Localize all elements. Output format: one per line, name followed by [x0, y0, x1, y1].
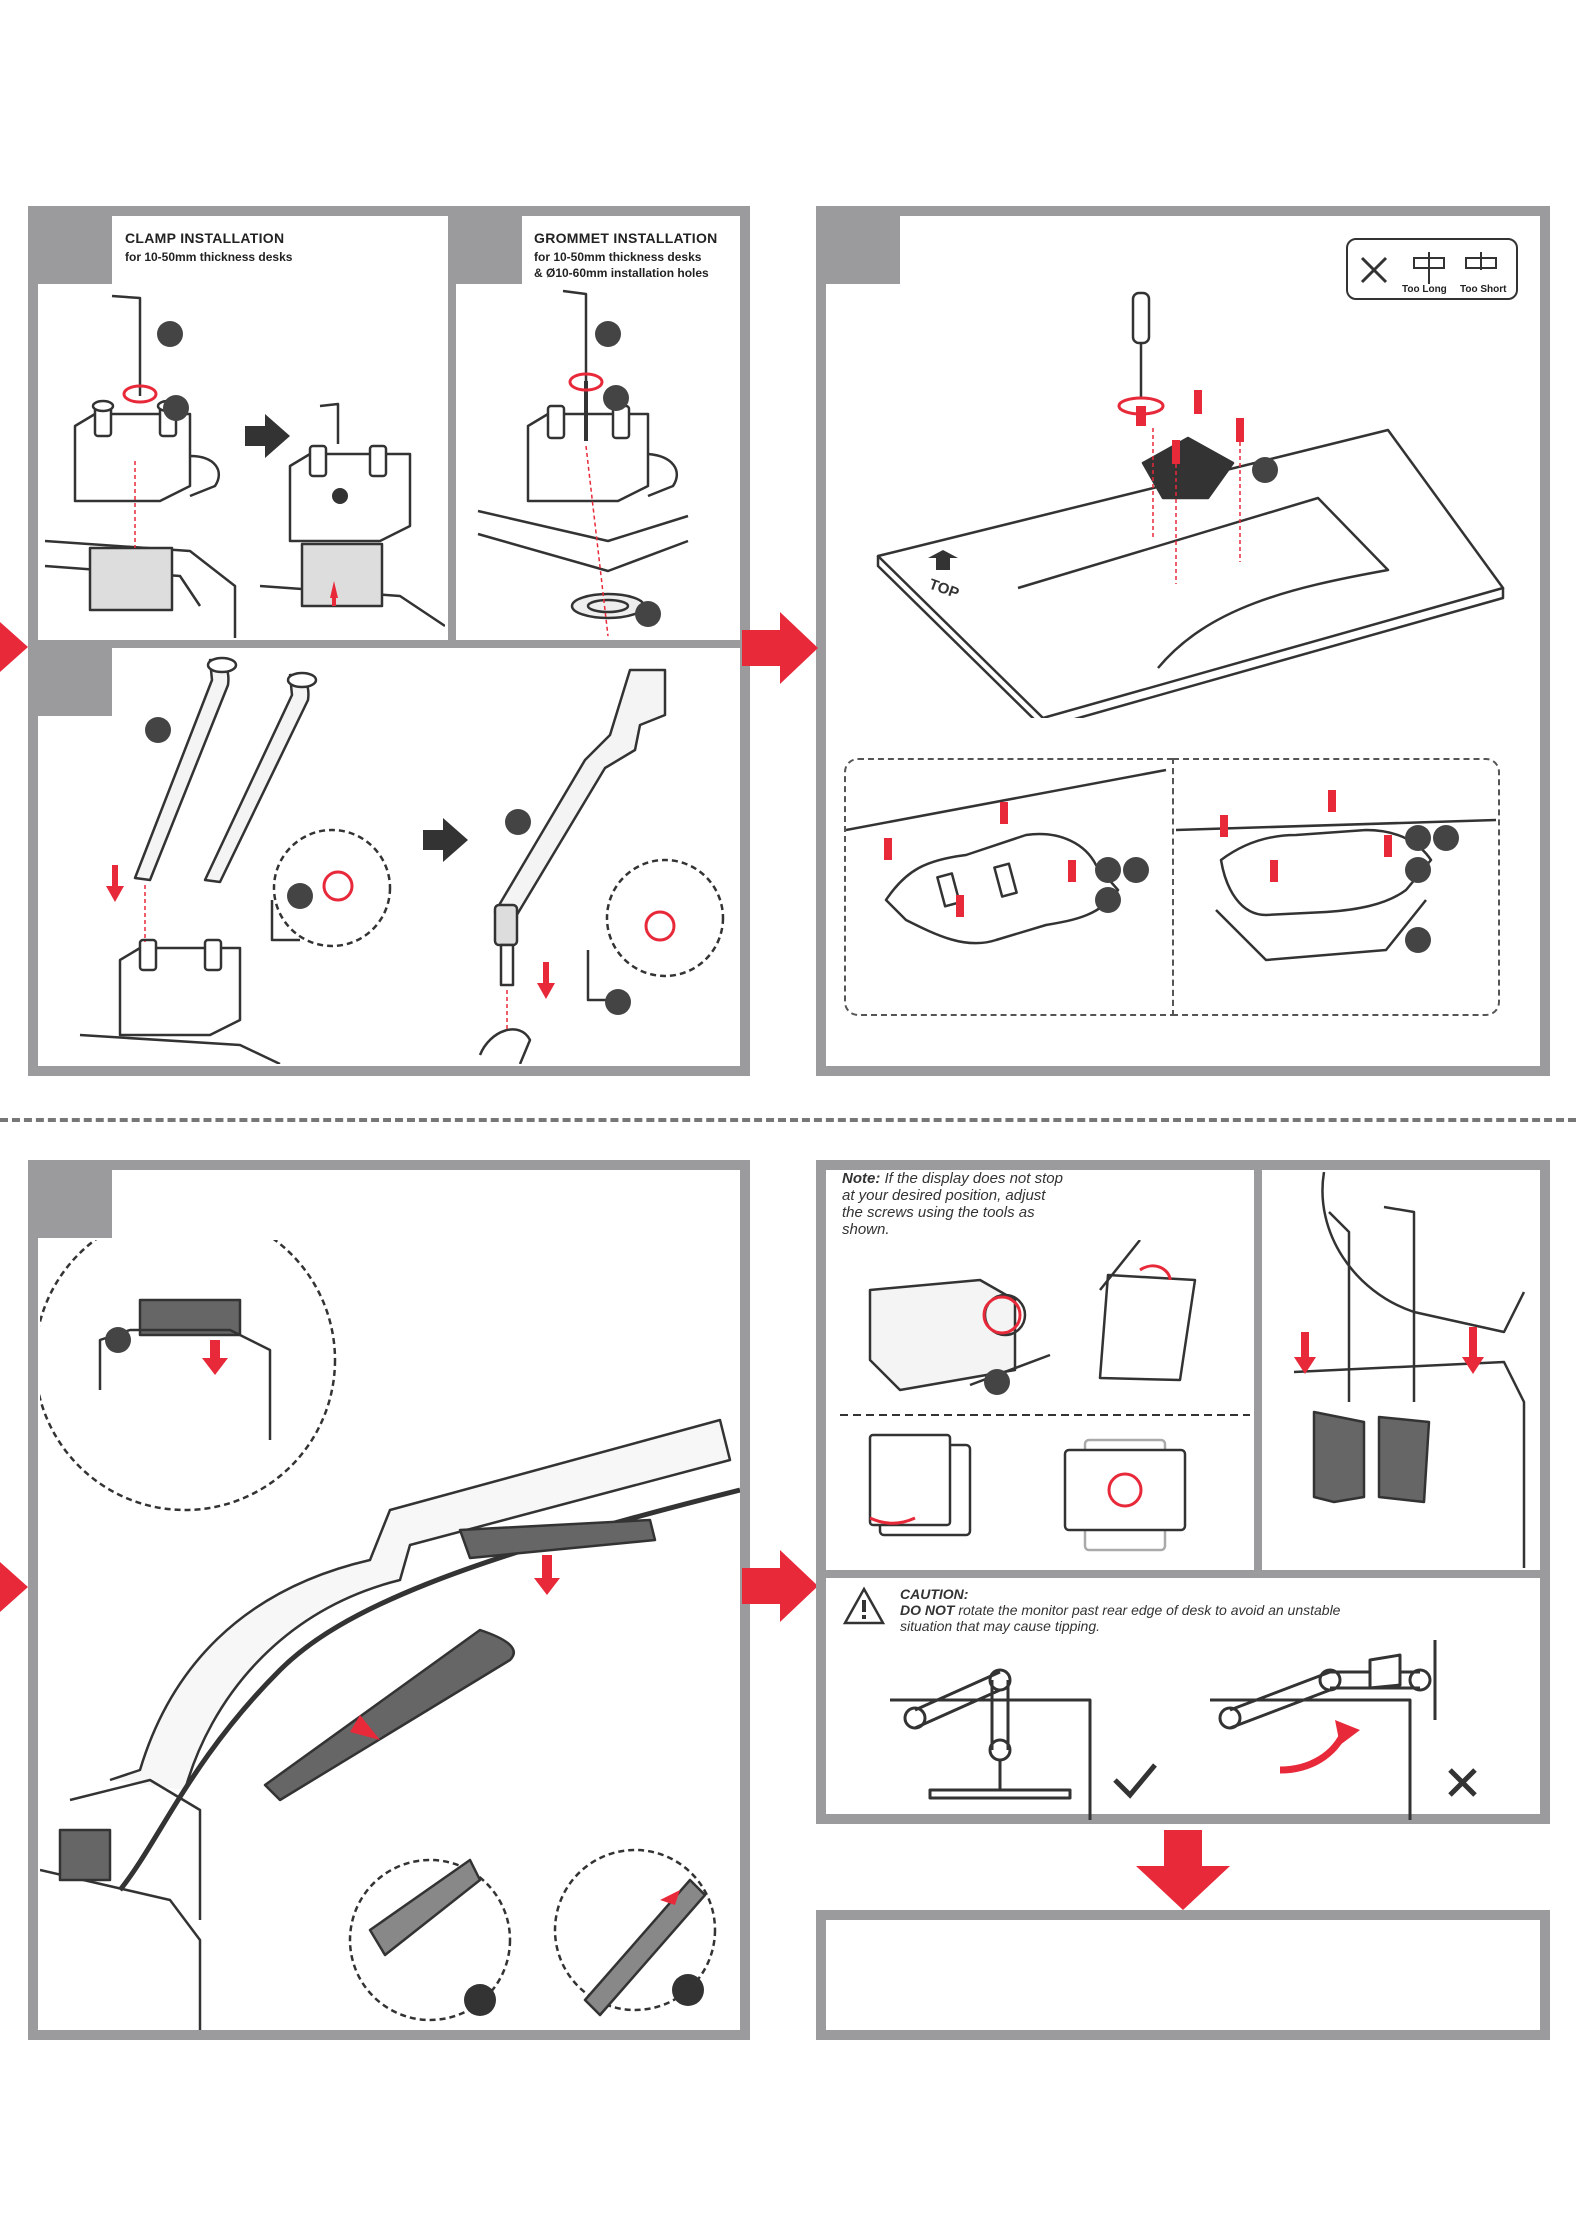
step-tab-3 — [38, 648, 112, 716]
arrow-top-left-to-right — [742, 612, 818, 684]
arrow-left-edge-top — [0, 622, 28, 672]
arrow-left-edge-bottom — [0, 1562, 28, 1612]
clamp-heading: CLAMP INSTALLATION — [125, 230, 285, 246]
grommet-subheading-2: & Ø10-60mm installation holes — [534, 266, 709, 280]
grommet-heading: GROMMET INSTALLATION — [534, 230, 718, 246]
vesa-detail-right — [1172, 758, 1500, 1016]
vesa-adapter-illustration — [846, 768, 1497, 962]
cable-clip-illustration — [1293, 1172, 1526, 1568]
monitor-back-illustration: TOP — [876, 291, 1505, 718]
clamp-illustration — [44, 294, 445, 638]
note-text: Note: If the display does not stop at yo… — [842, 1170, 1067, 1238]
divider-vertical-adjust — [1254, 1170, 1262, 1576]
clamp-subheading: for 10-50mm thickness desks — [125, 250, 293, 264]
warning-icon — [842, 1586, 886, 1625]
arrow-bottom-left-to-right — [742, 1550, 818, 1622]
caution-do-not: DO NOT — [900, 1602, 955, 1618]
arrow-down — [1136, 1830, 1230, 1910]
cable-management-illustration — [40, 1240, 740, 2030]
step-tab-1 — [38, 216, 112, 284]
divider-horizontal — [38, 640, 740, 648]
step-tab-4 — [826, 216, 900, 284]
grommet-illustration — [477, 289, 689, 637]
screw-length-guide: Too Long Too Short — [1346, 238, 1518, 300]
rotation-limit-illustration — [890, 1640, 1477, 1820]
caution-body: rotate the monitor past rear edge of des… — [900, 1602, 1341, 1634]
note-body: If the display does not stop at your des… — [842, 1170, 1063, 1238]
section-divider — [0, 1118, 1576, 1122]
caution-label: CAUTION: — [900, 1586, 969, 1602]
divider-horizontal-adjust — [826, 1570, 1540, 1578]
grommet-subheading-1: for 10-50mm thickness desks — [534, 250, 702, 264]
too-long-label: Too Long — [1402, 284, 1447, 295]
caution-text: CAUTION: DO NOT rotate the monitor past … — [900, 1586, 1350, 1634]
too-short-label: Too Short — [1460, 284, 1507, 295]
step-tab-5 — [38, 1170, 112, 1238]
divider-vertical — [448, 216, 456, 642]
panel-final — [816, 1910, 1550, 2040]
note-label: Note: — [842, 1170, 881, 1187]
tension-adjust-illustration — [840, 1240, 1250, 1552]
arm-installation-illustration — [79, 656, 725, 1064]
step-tab-2 — [448, 216, 522, 284]
